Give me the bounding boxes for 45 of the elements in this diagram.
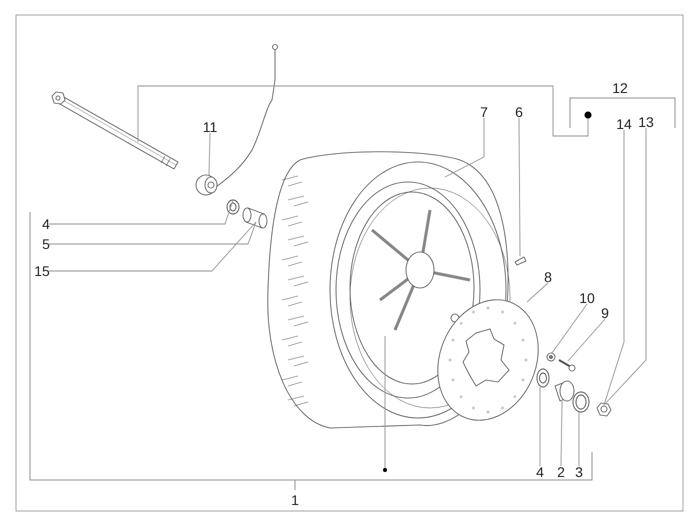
callout-number: 7 xyxy=(480,105,488,119)
nut-drawing xyxy=(596,402,612,416)
leader-line xyxy=(48,222,256,244)
callout-number: 13 xyxy=(638,115,654,129)
screw-drawing xyxy=(558,359,576,372)
leader-dot xyxy=(584,112,592,118)
callout-number: 8 xyxy=(544,270,552,284)
callout-number: 4 xyxy=(536,465,544,479)
callout-number: 3 xyxy=(575,465,583,479)
leader-line xyxy=(560,400,562,466)
axle-drawing xyxy=(52,92,179,170)
ring-drawing xyxy=(572,392,590,412)
leader-line xyxy=(48,200,234,224)
leader-line xyxy=(604,130,624,406)
leader-line xyxy=(208,132,210,176)
leader-line xyxy=(526,282,548,302)
brake-disc-drawing xyxy=(437,299,539,421)
callout-number: 14 xyxy=(616,117,632,131)
leader-line xyxy=(552,304,588,354)
bushing-drawing xyxy=(242,207,268,229)
callout-number: 6 xyxy=(515,105,523,119)
leader-line xyxy=(444,118,484,178)
seal-drawing xyxy=(226,200,240,214)
bearing-drawing xyxy=(536,368,550,388)
callout-number: 11 xyxy=(202,120,218,134)
washer-drawing xyxy=(546,352,556,362)
leader-line xyxy=(604,128,646,406)
leader-dot xyxy=(383,468,387,472)
leader-line xyxy=(568,318,606,362)
callout-number: 15 xyxy=(34,264,50,278)
leader-line xyxy=(384,336,386,468)
leader-line xyxy=(518,118,520,256)
callout-number: 5 xyxy=(42,237,50,251)
callout-number: 10 xyxy=(579,291,595,305)
spacer-drawing xyxy=(554,380,574,402)
callout-number: 1 xyxy=(291,493,299,507)
callout-number: 2 xyxy=(557,465,565,479)
speed-sensor-drawing xyxy=(196,44,278,196)
callout-number: 12 xyxy=(612,81,628,95)
valve-drawing xyxy=(514,256,527,266)
callout-number: 4 xyxy=(42,217,50,231)
leader-line xyxy=(48,222,256,272)
leader-line xyxy=(578,412,580,466)
callout-number: 9 xyxy=(601,306,609,320)
leader-line xyxy=(138,86,588,142)
